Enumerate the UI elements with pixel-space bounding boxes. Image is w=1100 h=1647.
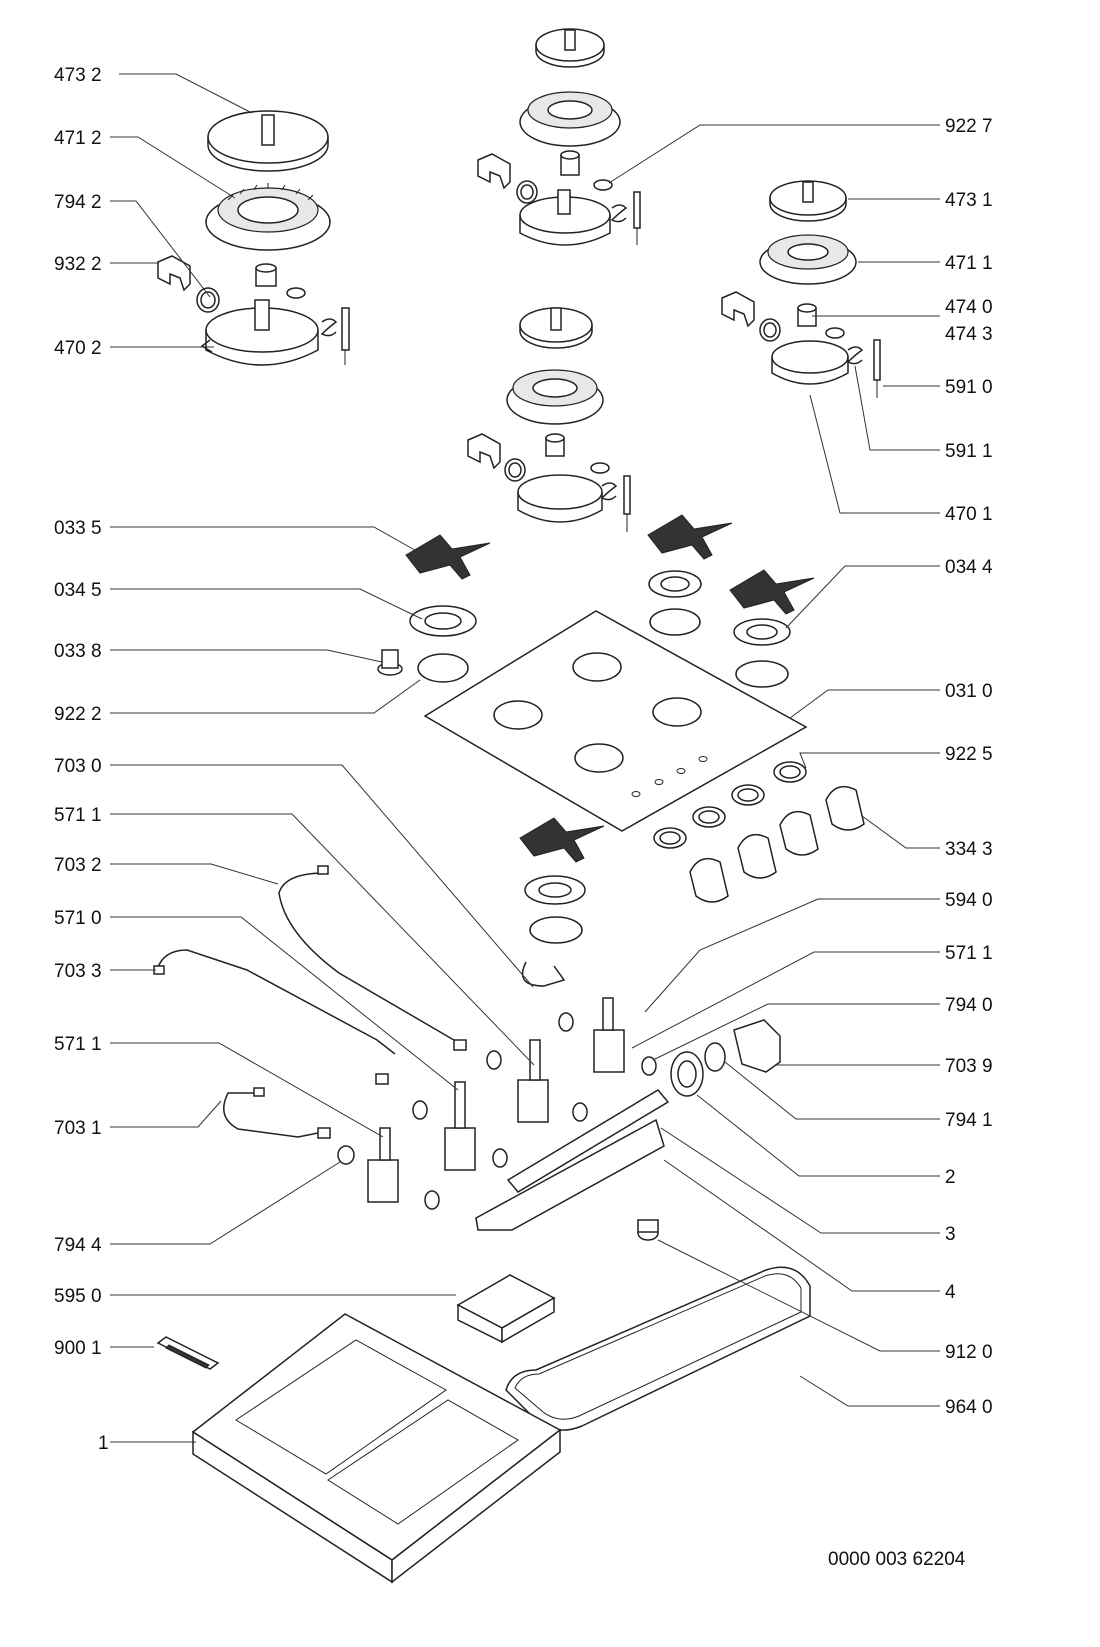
label-470-1: 470 1 xyxy=(945,504,993,525)
label-703-3: 703 3 xyxy=(54,961,102,982)
burner-rings xyxy=(377,570,791,944)
ignition-box-and-seal xyxy=(456,1266,811,1431)
gas-pipes xyxy=(153,865,566,1139)
leader-lines xyxy=(110,73,940,1443)
label-794-0: 794 0 xyxy=(945,995,993,1016)
bottom-tray xyxy=(156,1313,562,1584)
label-474-0: 474 0 xyxy=(945,297,993,318)
label-591-1: 591 1 xyxy=(945,441,993,462)
label-4: 4 xyxy=(945,1282,956,1303)
control-knobs xyxy=(653,761,865,903)
label-033-5: 033 5 xyxy=(54,518,102,539)
label-334-3: 334 3 xyxy=(945,839,993,860)
label-794-4: 794 4 xyxy=(54,1235,102,1256)
label-571-1-c: 571 1 xyxy=(945,943,993,964)
gas-valves xyxy=(337,997,657,1210)
burner-assembly-center xyxy=(467,307,631,532)
labels-right: 922 7 473 1 471 1 474 0 474 3 591 0 591 … xyxy=(945,116,993,1418)
label-964-0: 964 0 xyxy=(945,1397,993,1418)
label-595-0: 595 0 xyxy=(54,1286,102,1307)
label-794-2: 794 2 xyxy=(54,192,102,213)
label-703-1: 703 1 xyxy=(54,1118,102,1139)
label-471-1: 471 1 xyxy=(945,253,993,274)
label-900-1: 900 1 xyxy=(54,1338,102,1359)
burner-assembly-left xyxy=(157,110,350,366)
label-794-1: 794 1 xyxy=(945,1110,993,1131)
burner-assembly-top-center xyxy=(477,28,641,246)
label-922-7: 922 7 xyxy=(945,116,993,137)
label-473-2: 473 2 xyxy=(54,65,102,86)
hob-top-plate xyxy=(423,610,808,832)
label-571-1-a: 571 1 xyxy=(54,805,102,826)
label-471-2: 471 2 xyxy=(54,128,102,149)
label-474-3: 474 3 xyxy=(945,324,993,345)
label-2: 2 xyxy=(945,1167,956,1188)
label-703-9: 703 9 xyxy=(945,1056,993,1077)
burner-assembly-right xyxy=(721,180,881,398)
label-470-2: 470 2 xyxy=(54,338,102,359)
labels-left: 473 2 471 2 794 2 932 2 470 2 033 5 034 … xyxy=(54,65,109,1454)
label-912-0: 912 0 xyxy=(945,1342,993,1363)
label-703-0: 703 0 xyxy=(54,756,102,777)
label-922-2: 922 2 xyxy=(54,704,102,725)
label-932-2: 932 2 xyxy=(54,254,102,275)
label-922-5: 922 5 xyxy=(945,744,993,765)
label-594-0: 594 0 xyxy=(945,890,993,911)
pan-supports xyxy=(405,514,815,863)
label-034-4: 034 4 xyxy=(945,557,993,578)
label-473-1: 473 1 xyxy=(945,190,993,211)
label-034-5: 034 5 xyxy=(54,580,102,601)
label-033-8: 033 8 xyxy=(54,641,102,662)
label-571-1-b: 571 1 xyxy=(54,1034,102,1055)
label-3: 3 xyxy=(945,1224,956,1245)
label-571-0: 571 0 xyxy=(54,908,102,929)
label-703-2: 703 2 xyxy=(54,855,102,876)
label-031-0: 031 0 xyxy=(945,681,993,702)
manifold-and-fittings xyxy=(475,1019,781,1241)
label-591-0: 591 0 xyxy=(945,377,993,398)
label-1: 1 xyxy=(98,1433,109,1454)
drawing-code: 0000 003 62204 xyxy=(828,1549,966,1570)
